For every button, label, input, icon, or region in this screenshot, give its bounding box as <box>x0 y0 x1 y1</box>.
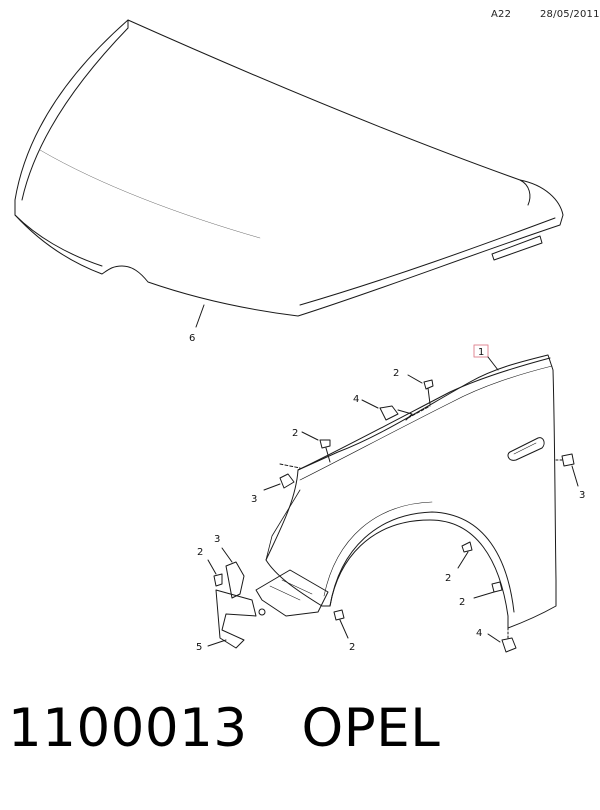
callout-bracket-bolt: 2 <box>197 547 203 558</box>
clip-top <box>361 399 431 421</box>
callout-bracket: 5 <box>196 642 202 653</box>
clip-bottom <box>487 627 517 653</box>
callout-clip-top: 4 <box>353 394 359 405</box>
hood-leader <box>195 304 205 328</box>
bracket-assembly <box>207 547 329 649</box>
callout-bolt-mid: 2 <box>292 428 298 439</box>
fender-callout-box <box>473 344 499 371</box>
bolt-wheel-upper <box>457 541 473 569</box>
sheet-date: 28/05/2011 <box>540 9 600 20</box>
nut-bottom <box>333 609 349 639</box>
part-number: 1100013 <box>8 698 248 759</box>
bolt-top <box>407 374 434 405</box>
part-caption: 1100013 OPEL <box>8 698 440 759</box>
bolt-mid <box>301 431 331 463</box>
callout-bolt-top: 2 <box>393 368 399 379</box>
vehicle-make: OPEL <box>301 698 441 759</box>
retainer-left <box>263 463 301 491</box>
callout-clip-bottom: 4 <box>476 628 482 639</box>
callout-bolt-wheel-lower: 2 <box>459 597 465 608</box>
callout-bolt-wheel-upper: 2 <box>445 573 451 584</box>
callout-hood: 6 <box>189 333 195 344</box>
hood-panel <box>14 19 564 317</box>
callout-retainer-right: 3 <box>579 490 585 501</box>
callout-bracket-retainer: 3 <box>214 534 220 545</box>
bolt-wheel-lower <box>473 581 503 599</box>
front-fender <box>265 354 557 629</box>
retainer-right <box>555 453 579 487</box>
callout-retainer-left: 3 <box>251 494 257 505</box>
sheet-code: A22 <box>491 9 512 20</box>
callout-nut-bottom: 2 <box>349 642 355 653</box>
callout-fender: 1 <box>478 347 484 358</box>
